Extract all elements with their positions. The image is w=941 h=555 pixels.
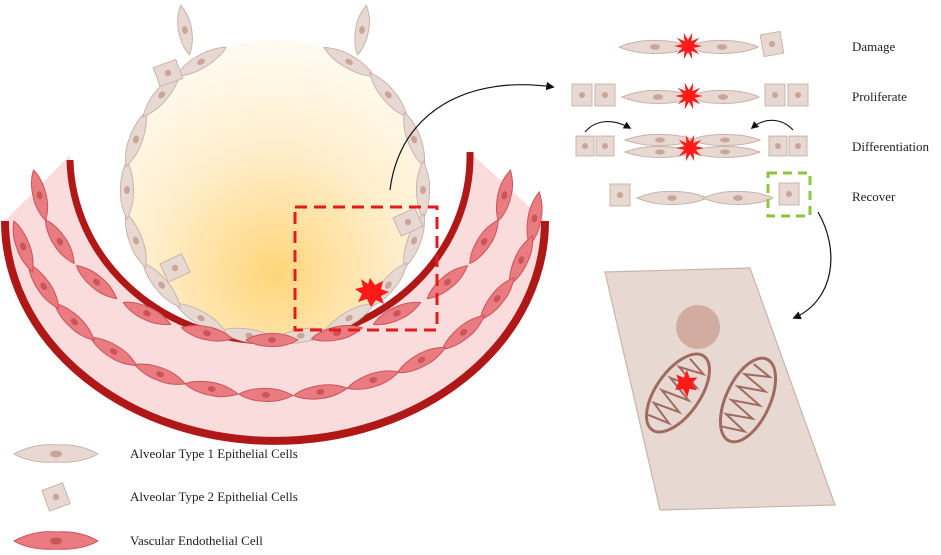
stage-label-differentiation: Differentiation bbox=[852, 139, 930, 154]
diff-arrow-left bbox=[584, 121, 632, 133]
alveolar-wall-cells bbox=[119, 4, 431, 345]
damage-marker bbox=[674, 32, 702, 60]
at2-cell bbox=[778, 182, 800, 206]
endothelial-cell bbox=[180, 325, 234, 342]
legend-endothelial-icon bbox=[12, 531, 99, 550]
legend-at1-icon bbox=[12, 444, 99, 463]
endothelial-cell bbox=[372, 301, 422, 326]
legend-label-at2: Alveolar Type 2 Epithelial Cells bbox=[130, 489, 298, 504]
damage-marker bbox=[676, 134, 704, 162]
at1-cell bbox=[688, 133, 762, 147]
endothelial-cell bbox=[469, 219, 499, 265]
at1-cell bbox=[177, 4, 193, 56]
at1-cell bbox=[688, 145, 762, 159]
at1-cell bbox=[354, 4, 370, 56]
at2-cell bbox=[571, 83, 593, 107]
recover-highlight-box bbox=[766, 171, 812, 218]
legend-label-at1: Alveolar Type 1 Epithelial Cells bbox=[130, 446, 298, 461]
stage-differentiation-cells bbox=[575, 133, 808, 162]
endothelial-cell bbox=[122, 301, 172, 326]
at1-cell bbox=[701, 190, 775, 206]
endothelial-cell bbox=[426, 264, 469, 300]
alveolus-lumen bbox=[125, 40, 425, 340]
at2-cell bbox=[594, 83, 616, 107]
endothelial-cell bbox=[245, 332, 300, 348]
diff-arrow-right bbox=[750, 119, 794, 131]
endothelial-cell bbox=[12, 220, 34, 273]
at2-cell bbox=[764, 83, 786, 107]
stage-proliferate-cells bbox=[571, 82, 809, 110]
at2-cell bbox=[575, 135, 595, 157]
legend-label-endothelial: Vascular Endothelial Cell bbox=[130, 533, 263, 548]
endothelial-cell bbox=[31, 169, 49, 222]
stage-recover-cells bbox=[609, 182, 800, 207]
at2-cell bbox=[759, 30, 785, 58]
stage-label-damage: Damage bbox=[852, 39, 896, 54]
at2-cell bbox=[609, 183, 631, 207]
at1-cell bbox=[685, 89, 761, 105]
stage-label-recover: Recover bbox=[852, 189, 896, 204]
stage-damage-cells bbox=[617, 30, 785, 60]
at2-cell bbox=[595, 135, 615, 157]
at1-cell bbox=[142, 71, 181, 118]
at1-cell bbox=[620, 89, 696, 105]
at2-cell bbox=[787, 83, 809, 107]
at2-cells-alveolus bbox=[152, 58, 424, 283]
at1-cell bbox=[635, 190, 709, 206]
damage-marker-alveolus bbox=[355, 278, 389, 307]
endothelial-cells bbox=[12, 169, 543, 403]
stage-label-proliferate: Proliferate bbox=[852, 89, 907, 104]
at1-cell bbox=[684, 39, 760, 55]
at1-cell bbox=[174, 46, 227, 77]
legend-at2-icon bbox=[41, 482, 71, 512]
mitochondrion-healthy bbox=[718, 356, 778, 444]
endothelial-cell bbox=[89, 336, 138, 367]
arrow-to-stages bbox=[389, 81, 555, 191]
endothelial-cell bbox=[53, 302, 95, 341]
mitochondrion-damaged bbox=[645, 352, 711, 434]
endothelial-cell bbox=[75, 264, 118, 300]
at2-cell bbox=[788, 135, 808, 157]
arrow-to-zoom bbox=[792, 211, 832, 320]
zoomed-at2-cell bbox=[604, 267, 836, 511]
vessel-outer-wall bbox=[1, 220, 549, 445]
at2-cell bbox=[768, 135, 788, 157]
damage-marker bbox=[675, 82, 703, 110]
nucleus bbox=[676, 305, 720, 349]
endothelial-cell bbox=[509, 234, 534, 286]
